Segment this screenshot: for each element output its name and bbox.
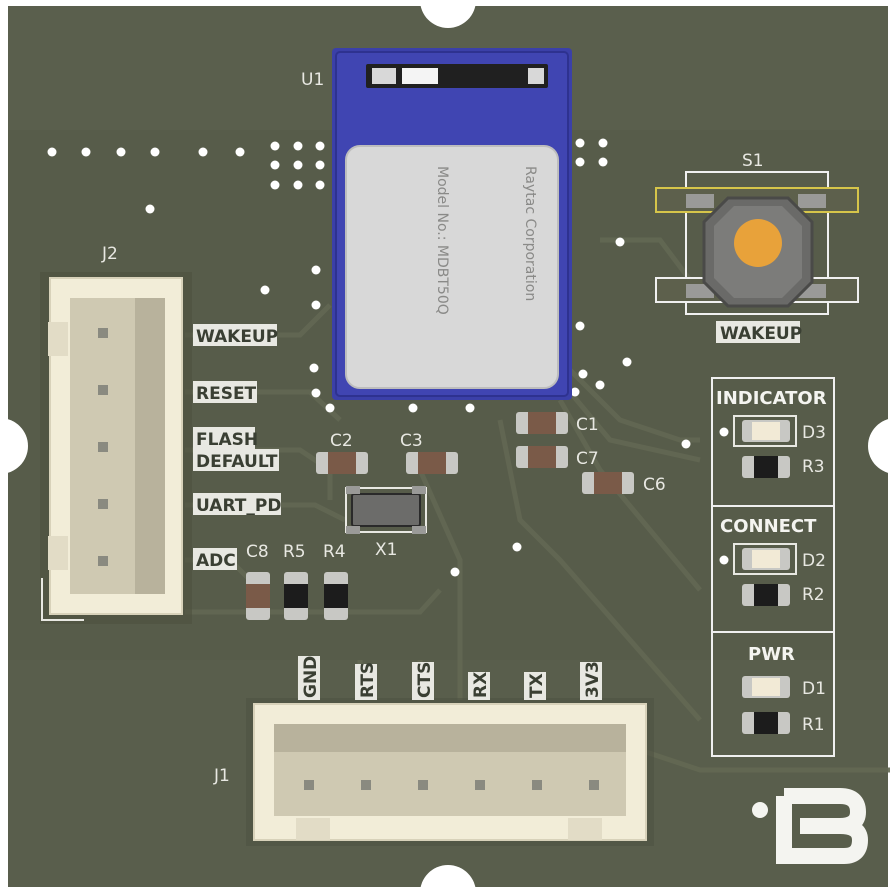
j2-header	[40, 272, 192, 624]
j1-pin-3v3: 3V3	[583, 661, 603, 698]
module-manufacturer: Raytac Corporation	[522, 166, 538, 301]
j1-pin-labels: GND RTS CTS RX TX 3V3	[298, 656, 603, 700]
j1-pin-tx: TX	[527, 673, 547, 698]
c1-ref: C1	[576, 415, 599, 435]
r2-ref: R2	[802, 585, 825, 605]
j2-ref: J2	[101, 244, 118, 264]
c8-ref: C8	[246, 542, 269, 562]
j1-ref: J1	[213, 766, 230, 786]
r4-ref: R4	[323, 542, 346, 562]
j1-header	[246, 698, 654, 846]
c7-ref: C7	[576, 449, 599, 469]
s1-switch[interactable]	[655, 171, 859, 315]
connect-title: CONNECT	[720, 516, 817, 537]
board-logo	[752, 788, 869, 864]
u1-module	[332, 48, 572, 400]
indicator-panel	[711, 377, 835, 757]
pwr-title: PWR	[748, 644, 795, 665]
capacitor-c1	[516, 412, 568, 434]
j1-pin-rx: RX	[471, 672, 491, 698]
resistor-r4	[324, 572, 348, 620]
j1-pin-rts: RTS	[358, 662, 378, 698]
j2-pin-default: DEFAULT	[196, 452, 278, 472]
j2-pin-reset: RESET	[196, 384, 257, 404]
u1-ref: U1	[301, 70, 324, 90]
module-model: Model No.: MDBT50Q	[434, 166, 450, 315]
r1-ref: R1	[802, 715, 825, 735]
d2-ref: D2	[802, 551, 826, 571]
capacitor-c3	[406, 452, 458, 474]
j1-pin-cts: CTS	[415, 662, 435, 698]
s1-label: WAKEUP	[720, 324, 802, 344]
crystal-x1	[345, 486, 427, 534]
r5-ref: R5	[283, 542, 306, 562]
j1-pin-gnd: GND	[301, 656, 321, 698]
j2-pin-uart-pd: UART_PD	[196, 496, 281, 516]
r3-ref: R3	[802, 457, 825, 477]
capacitor-c8	[246, 572, 270, 620]
j2-pin-wakeup: WAKEUP	[196, 327, 278, 347]
d1-ref: D1	[802, 679, 826, 699]
c3-ref: C3	[400, 431, 423, 451]
c6-ref: C6	[643, 475, 666, 495]
indicator-title: INDICATOR	[716, 388, 827, 409]
vias	[47, 138, 691, 577]
d3-ref: D3	[802, 423, 826, 443]
j2-pin-flash: FLASH	[196, 430, 258, 450]
s1-ref: S1	[742, 151, 764, 171]
resistor-r5	[284, 572, 308, 620]
capacitor-c2	[316, 452, 368, 474]
capacitor-c6	[582, 472, 634, 494]
x1-ref: X1	[375, 540, 397, 560]
capacitor-c7	[516, 446, 568, 468]
j2-pin-adc: ADC	[196, 551, 236, 571]
c2-ref: C2	[330, 431, 353, 451]
